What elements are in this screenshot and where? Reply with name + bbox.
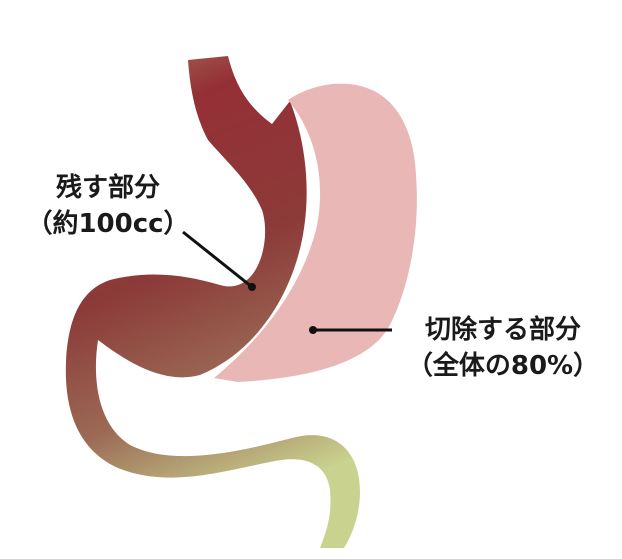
resected-part-pointer-dot	[309, 326, 317, 334]
resected-part-label-line2: （全体の80%）	[406, 351, 600, 381]
remaining-stomach-and-intestine	[65, 56, 360, 548]
resected-part-label-line1: 切除する部分	[424, 315, 581, 345]
remaining-part-label: 残す部分 （約100cc）	[18, 170, 198, 242]
remaining-part-pointer-line	[182, 230, 253, 289]
resected-stomach-part	[214, 83, 417, 382]
remaining-part-label-line2: （約100cc）	[26, 209, 190, 239]
remaining-part-pointer-dot	[248, 283, 256, 291]
resected-part-label: 切除する部分 （全体の80%）	[388, 312, 618, 384]
remaining-part-label-line1: 残す部分	[55, 173, 160, 203]
